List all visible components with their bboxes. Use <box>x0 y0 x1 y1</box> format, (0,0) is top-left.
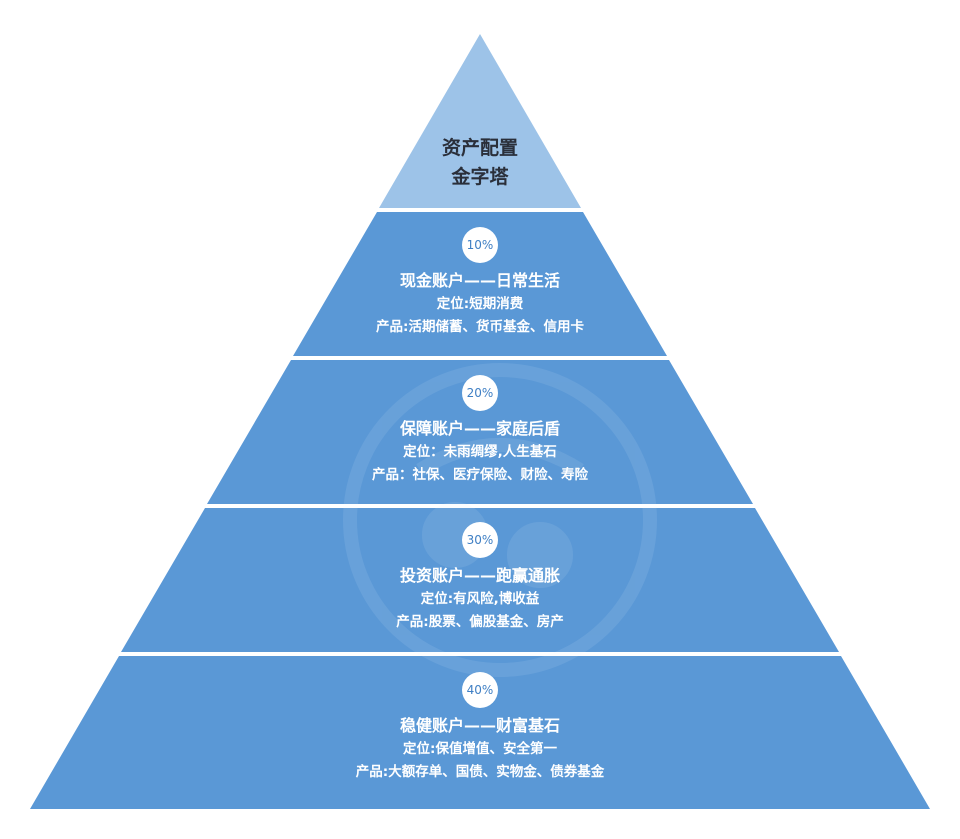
layer-investment: 30% 投资账户——跑赢通胀 定位:有风险,博收益 产品:股票、偏股基金、房产 <box>0 522 960 634</box>
percent-badge: 30% <box>462 522 498 558</box>
layer-shape-investment <box>121 508 839 652</box>
apex-title-line2: 金字塔 <box>451 166 509 188</box>
percent-badge: 10% <box>462 227 498 263</box>
layer-stable: 40% 稳健账户——财富基石 定位:保值增值、安全第一 产品:大额存单、国债、实… <box>0 672 960 784</box>
positioning-text: 定位:保值增值、安全第一 <box>403 741 557 757</box>
apex-title-line1: 资产配置 <box>441 137 518 159</box>
apex-shape <box>379 34 581 208</box>
products-text: 产品:活期储蓄、货币基金、信用卡 <box>376 319 584 335</box>
percent-badge: 40% <box>462 672 498 708</box>
positioning-text: 定位:短期消费 <box>436 296 524 312</box>
positioning-text: 定位:有风险,博收益 <box>420 591 540 607</box>
products-text: 产品:大额存单、国债、实物金、债券基金 <box>355 764 605 780</box>
account-title: 保障账户——家庭后盾 <box>399 419 560 438</box>
products-text: 产品：社保、医疗保险、财险、寿险 <box>372 467 588 483</box>
layer-protection: 20% 保障账户——家庭后盾 定位：未雨绸缪,人生基石 产品：社保、医疗保险、财… <box>0 375 960 487</box>
layer-shape-protection <box>207 360 753 504</box>
layer-cash: 10% 现金账户——日常生活 定位:短期消费 产品:活期储蓄、货币基金、信用卡 <box>0 227 960 339</box>
percent-badge: 20% <box>462 375 498 411</box>
account-title: 现金账户——日常生活 <box>399 271 560 290</box>
account-title: 稳健账户——财富基石 <box>399 716 560 735</box>
apex-title: 资产配置 金字塔 <box>0 134 960 192</box>
layer-shape-stable <box>30 656 930 809</box>
account-title: 投资账户——跑赢通胀 <box>399 566 560 585</box>
layer-shape-cash <box>293 212 667 356</box>
positioning-text: 定位：未雨绸缪,人生基石 <box>403 444 557 460</box>
products-text: 产品:股票、偏股基金、房产 <box>396 614 564 630</box>
